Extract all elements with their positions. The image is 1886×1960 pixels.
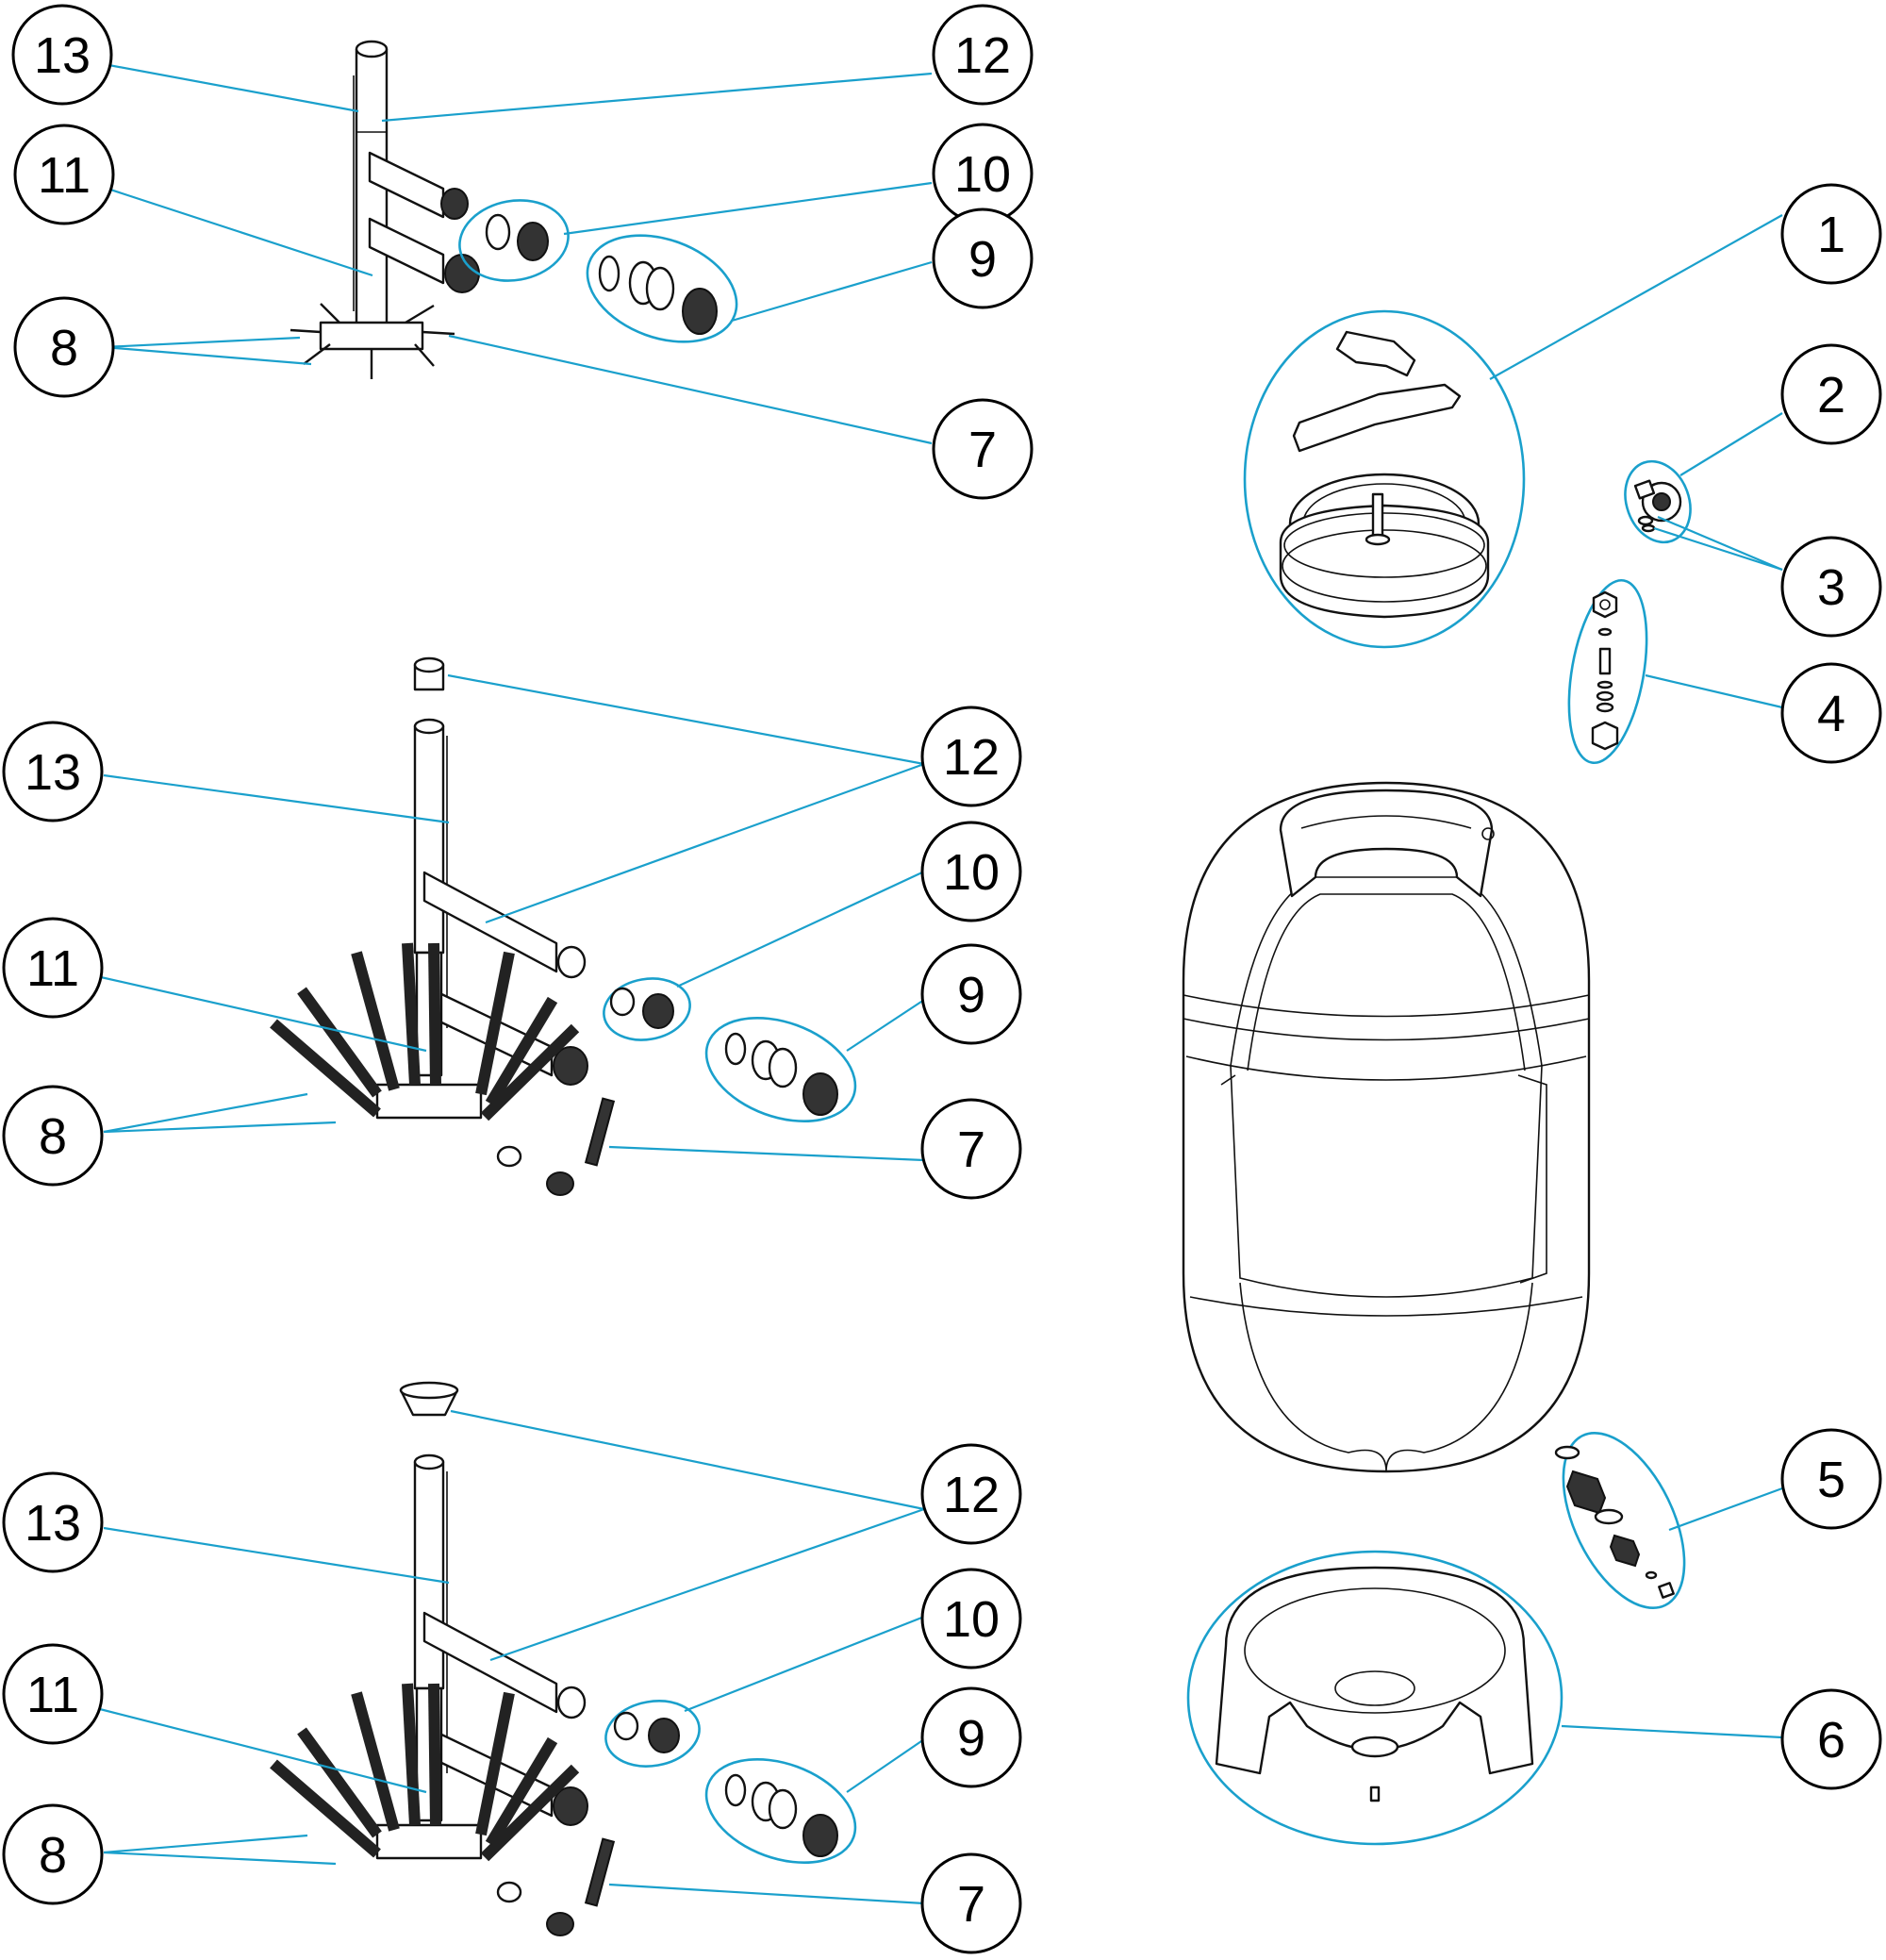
callout-9-bottom: 9 <box>920 1686 1022 1788</box>
svg-text:13: 13 <box>25 744 81 801</box>
svg-text:10: 10 <box>954 146 1011 203</box>
svg-text:10: 10 <box>943 844 1000 901</box>
svg-text:9: 9 <box>957 1710 985 1767</box>
svg-text:7: 7 <box>968 422 997 478</box>
svg-text:3: 3 <box>1817 559 1845 616</box>
filter-tank <box>1182 781 1591 1473</box>
callout-8-bottom: 8 <box>2 1803 104 1905</box>
callout-3: 3 <box>1780 536 1882 638</box>
callout-13-top: 13 <box>11 4 113 106</box>
tank-lid-highlight <box>1243 309 1526 649</box>
internal-assembly-bottom <box>270 1381 857 1936</box>
svg-text:4: 4 <box>1817 686 1845 742</box>
svg-text:12: 12 <box>943 1467 1000 1523</box>
callout-11-bottom: 11 <box>2 1643 104 1745</box>
drain-valve-assembly <box>1554 1431 1686 1610</box>
svg-text:8: 8 <box>39 1108 67 1165</box>
tank-base <box>1215 1566 1534 1775</box>
lid-bar <box>1292 383 1462 453</box>
callout-12-top: 12 <box>932 4 1034 106</box>
svg-text:6: 6 <box>1817 1712 1845 1769</box>
svg-text:13: 13 <box>25 1495 81 1552</box>
pressure-gauge-assembly <box>1624 459 1692 544</box>
svg-text:12: 12 <box>954 27 1011 84</box>
svg-text:11: 11 <box>38 147 91 204</box>
svg-text:11: 11 <box>26 940 79 997</box>
bottom-outlet-arm <box>422 1611 558 1714</box>
callout-10-top: 10 <box>932 123 1034 224</box>
middle-laterals <box>270 942 580 1121</box>
bottom-laterals <box>270 1683 580 1862</box>
callout-8-middle: 8 <box>2 1085 104 1187</box>
svg-text:13: 13 <box>34 27 91 84</box>
callout-10-middle: 10 <box>920 821 1022 922</box>
top-vertical-pipe <box>355 47 389 334</box>
svg-text:10: 10 <box>943 1591 1000 1648</box>
callout-11-top: 11 <box>13 124 115 225</box>
top-outlet-arm <box>368 151 445 219</box>
callout-4: 4 <box>1780 662 1882 764</box>
callout-13-middle: 13 <box>2 721 104 822</box>
callout-13-bottom: 13 <box>2 1471 104 1573</box>
air-release-assembly <box>1567 578 1648 765</box>
callout-12-middle: 12 <box>920 706 1022 807</box>
svg-text:7: 7 <box>957 1876 985 1933</box>
top-hub <box>319 321 424 351</box>
middle-outlet-arm <box>422 871 558 973</box>
gauge-seal <box>1637 515 1654 526</box>
callout-11-middle: 11 <box>2 917 104 1019</box>
callout-5: 5 <box>1780 1428 1882 1530</box>
callout-7-bottom: 7 <box>920 1852 1022 1954</box>
callout-7-top: 7 <box>932 398 1034 500</box>
internal-assembly-top <box>290 40 738 379</box>
air-release-nut <box>1591 721 1619 751</box>
svg-text:5: 5 <box>1817 1452 1845 1508</box>
svg-text:2: 2 <box>1817 367 1845 424</box>
callout-10-bottom: 10 <box>920 1568 1022 1669</box>
air-release-cap <box>1592 590 1618 619</box>
tank-shell <box>1182 781 1591 1473</box>
callout-6: 6 <box>1780 1688 1882 1790</box>
internal-assembly-middle <box>270 656 857 1196</box>
svg-text:12: 12 <box>943 729 1000 786</box>
svg-text:8: 8 <box>50 320 78 376</box>
svg-text:9: 9 <box>968 231 997 288</box>
svg-text:1: 1 <box>1817 207 1845 263</box>
svg-text:7: 7 <box>957 1121 985 1178</box>
callout-2: 2 <box>1780 343 1882 445</box>
callout-9-middle: 9 <box>920 943 1022 1045</box>
svg-text:8: 8 <box>39 1827 67 1884</box>
lid-body <box>1279 504 1490 619</box>
tank-lid-assembly <box>1243 309 1526 649</box>
leader-lines <box>91 62 1783 1905</box>
callout-12-bottom: 12 <box>920 1443 1022 1545</box>
callout-9-top: 9 <box>932 208 1034 309</box>
svg-text:11: 11 <box>26 1667 79 1723</box>
callout-7-middle: 7 <box>920 1098 1022 1200</box>
svg-text:9: 9 <box>957 967 985 1023</box>
lid-handle <box>1335 330 1416 377</box>
lid-bolt <box>1371 492 1384 541</box>
drain-valve-body <box>1565 1470 1607 1515</box>
callout-8-top: 8 <box>13 296 115 398</box>
tank-base-assembly <box>1186 1550 1563 1846</box>
callout-1: 1 <box>1780 183 1882 285</box>
